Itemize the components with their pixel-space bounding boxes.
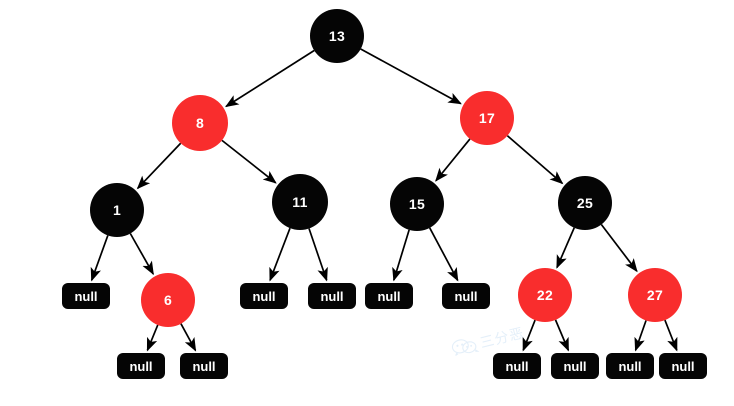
tree-edge-n27-to-null-27-right [664, 319, 678, 352]
tree-edge-n25-to-n27 [600, 223, 638, 273]
tree-edge-n1-to-null-1-left [90, 235, 109, 282]
tree-edge-n8-to-n11 [221, 139, 277, 184]
tree-node-17: 17 [460, 91, 514, 145]
tree-null-15-right: null [442, 283, 490, 309]
tree-edge-n15-to-null-15-left [392, 229, 410, 282]
tree-node-25: 25 [558, 176, 612, 230]
tree-edge-n27-to-null-27-left [634, 320, 647, 352]
tree-null-27-right: null [659, 353, 707, 379]
tree-edge-n8-to-n1 [136, 142, 182, 190]
tree-edge-n11-to-null-11-left [269, 227, 291, 282]
null-leaf-label: null [618, 358, 642, 374]
tree-null-6-right: null [180, 353, 228, 379]
tree-edge-n17-to-n25 [506, 135, 564, 185]
tree-edge-n17-to-n15 [435, 138, 471, 182]
tree-node-6: 6 [141, 273, 195, 327]
null-leaf-label: null [192, 358, 216, 374]
tree-null-15-left: null [365, 283, 413, 309]
tree-node-11: 11 [272, 174, 328, 230]
tree-edge-n6-to-null-6-left [146, 324, 159, 352]
node-label: 6 [163, 292, 173, 308]
null-leaf-label: null [320, 288, 344, 304]
node-label: 11 [292, 194, 308, 210]
node-label: 17 [478, 110, 496, 126]
node-label: 8 [195, 115, 205, 131]
tree-null-1-left: null [62, 283, 110, 309]
node-label: 22 [536, 287, 554, 303]
tree-node-1: 1 [90, 183, 144, 237]
tree-edge-n13-to-n8 [225, 49, 315, 108]
tree-edge-n11-to-null-11-right [308, 228, 328, 282]
tree-node-8: 8 [172, 95, 228, 151]
null-leaf-label: null [377, 288, 401, 304]
tree-edge-n22-to-null-22-right [554, 319, 570, 352]
null-leaf-label: null [671, 358, 695, 374]
tree-edge-n25-to-n22 [556, 227, 576, 269]
tree-null-27-left: null [606, 353, 654, 379]
tree-edge-n6-to-null-6-right [180, 323, 197, 352]
tree-null-22-left: null [493, 353, 541, 379]
tree-node-15: 15 [390, 177, 444, 231]
tree-edge-n1-to-n6 [129, 233, 154, 276]
tree-edge-n13-to-n17 [360, 48, 462, 105]
tree-null-22-right: null [551, 353, 599, 379]
node-label: 15 [408, 196, 426, 212]
null-leaf-label: null [505, 358, 529, 374]
node-label: 13 [328, 28, 346, 44]
tree-node-22: 22 [518, 268, 572, 322]
null-leaf-label: null [129, 358, 153, 374]
tree-node-27: 27 [628, 268, 682, 322]
null-leaf-label: null [454, 288, 478, 304]
node-label: 27 [646, 287, 664, 303]
tree-null-6-left: null [117, 353, 165, 379]
null-leaf-label: null [563, 358, 587, 374]
tree-edge-n15-to-null-15-right [428, 227, 459, 282]
tree-node-13: 13 [310, 9, 364, 63]
null-leaf-label: null [252, 288, 276, 304]
tree-null-11-left: null [240, 283, 288, 309]
tree-null-11-right: null [308, 283, 356, 309]
node-label: 25 [576, 195, 594, 211]
tree-edge-n22-to-null-22-left [522, 319, 536, 352]
null-leaf-label: null [74, 288, 98, 304]
node-label: 1 [112, 202, 122, 218]
